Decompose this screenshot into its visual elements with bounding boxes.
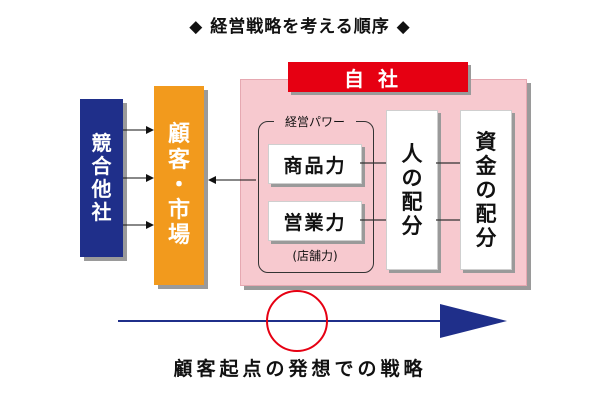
people-char: 人 [401, 141, 423, 166]
product-power-box: 商品力 [268, 144, 362, 184]
people-char: の [401, 165, 423, 190]
customer-char: 市 [167, 198, 190, 224]
competitor-char: 競 [91, 131, 112, 155]
direction-arrow-head [440, 304, 507, 338]
company-header: 自社 [288, 62, 468, 92]
focus-circle [266, 290, 328, 352]
capital-char: 配 [475, 202, 497, 227]
capital-char: 資 [475, 129, 497, 154]
customer-char: 顧 [167, 122, 190, 148]
management-power-label: 経営パワー [274, 114, 356, 130]
customer-char: 場 [167, 223, 190, 249]
people-char: 分 [401, 214, 423, 239]
sales-power-box: 営業力 [268, 201, 362, 241]
competitor-char: 合 [91, 154, 112, 178]
customer-char: 客 [167, 147, 190, 173]
capital-char: の [475, 177, 497, 202]
people-allocation-box: 人 の 配 分 [386, 110, 438, 270]
capital-allocation-box: 資 金 の 配 分 [460, 110, 512, 270]
competitor-char: 他 [91, 177, 112, 201]
competitor-box: 競 合 他 社 [80, 99, 123, 257]
strategy-caption: 顧客起点の発想での戦略 [173, 358, 427, 380]
store-power-note: (店舗力) [292, 249, 338, 263]
capital-char: 分 [475, 226, 497, 251]
capital-char: 金 [475, 153, 497, 178]
customer-market-box: 顧 客 ・ 市 場 [154, 86, 204, 285]
competitor-char: 社 [91, 200, 112, 224]
people-char: 配 [401, 190, 423, 214]
customer-char: ・ [167, 172, 190, 198]
diagram-title: ◆ 経営戦略を考える順序 ◆ [189, 17, 411, 37]
